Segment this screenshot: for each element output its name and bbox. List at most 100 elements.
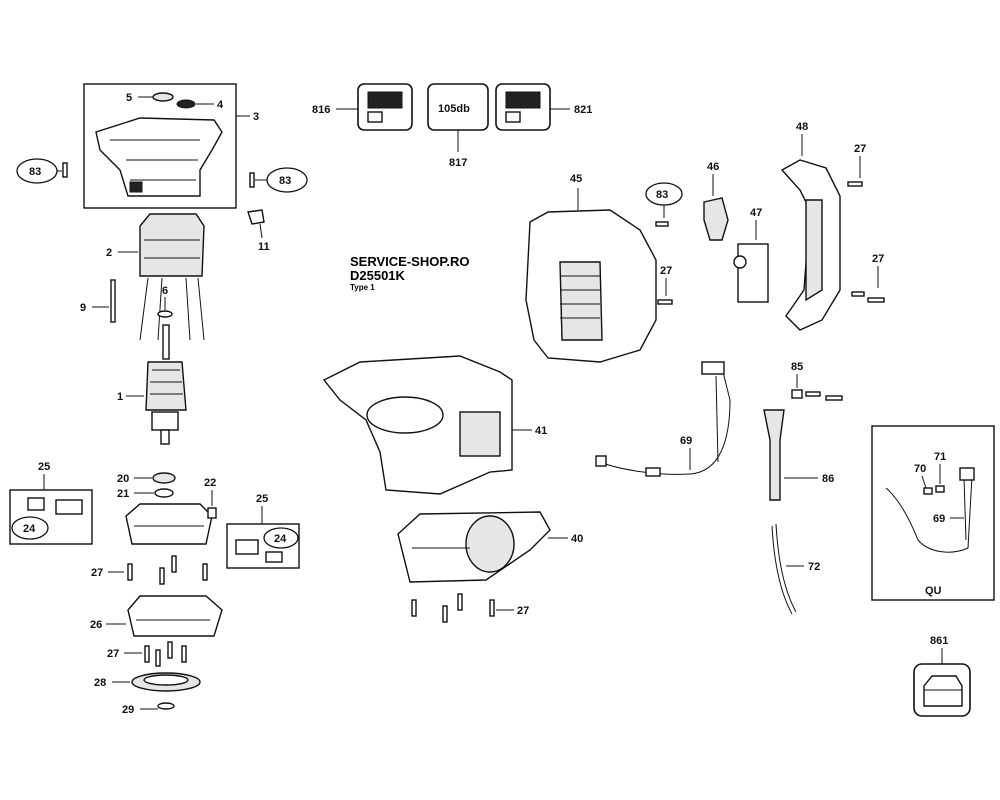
screw-85-part — [791, 389, 803, 399]
callout-41: 41 — [535, 425, 547, 437]
bearing-4 — [176, 99, 196, 109]
callout-85: 85 — [791, 361, 803, 373]
screw-83c — [655, 221, 669, 227]
callout-83-oval-right — [266, 167, 308, 193]
wiring-69: 69 — [595, 361, 731, 477]
callout-20: 20 — [117, 473, 129, 485]
brush-kit-25-right: 25 24 — [226, 493, 300, 569]
kit-switch — [923, 487, 933, 495]
cord-wire-b — [771, 525, 793, 615]
callout-27-motor: 27 — [91, 567, 103, 579]
diagram-title: SERVICE-SHOP.RO D25501K Type 1 — [350, 254, 469, 292]
brush-kit-box-right — [226, 523, 300, 569]
screw-29-part — [157, 702, 175, 710]
switch-part — [737, 243, 769, 303]
callout-2: 2 — [106, 247, 112, 259]
brush-kit-25-left: 25 24 — [9, 461, 93, 545]
label-817: 105db 817 — [427, 83, 489, 169]
kit-label: QU — [925, 585, 942, 597]
strain-relief-part — [763, 409, 785, 501]
noise-label: 105db — [438, 103, 470, 115]
screw-9: 9 — [80, 279, 116, 323]
strain-relief-86: 86 — [763, 409, 834, 501]
callout-22: 22 — [204, 477, 216, 489]
callout-24-oval-right — [263, 527, 299, 549]
gear-housing-3 — [95, 117, 223, 197]
bearing-20 — [152, 472, 176, 484]
callout-26: 26 — [90, 619, 102, 631]
callout-6: 6 — [162, 285, 168, 297]
cord-wire-a — [775, 523, 797, 613]
callout-27-fan: 27 — [107, 648, 119, 660]
screw-27r — [825, 395, 843, 401]
callout-28: 28 — [94, 677, 106, 689]
baffle-part — [127, 595, 223, 637]
callout-69: 69 — [680, 435, 692, 447]
armature-shaft-bottom — [160, 429, 170, 445]
callout-21: 21 — [117, 488, 129, 500]
armature-1: 1 — [117, 324, 187, 445]
screw-27k — [851, 291, 865, 297]
callout-25-right: 25 — [256, 493, 268, 505]
screw-27p — [489, 599, 495, 617]
callout-83-left: 83 — [29, 166, 41, 178]
callout-1: 1 — [117, 391, 123, 403]
callout-45: 45 — [570, 173, 582, 185]
label-816: 816 — [312, 83, 413, 131]
handle-grille — [559, 261, 603, 341]
housing-41: 41 — [322, 355, 547, 495]
callout-11: 11 — [258, 241, 270, 253]
screws-27-housing: 27 — [411, 593, 529, 623]
screw-27m — [411, 599, 417, 617]
screw-83-left: 83 — [16, 158, 68, 184]
screw-27c — [171, 555, 177, 573]
screws-27-motor: 27 — [91, 555, 208, 585]
clip-11: 11 — [247, 209, 270, 253]
housing-window — [459, 411, 501, 457]
washer-6: 6 — [157, 285, 173, 318]
brush-holder-left — [55, 499, 83, 515]
callout-83-handle: 83 — [656, 189, 668, 201]
callout-3: 3 — [253, 111, 259, 123]
handle-48: 48 — [780, 121, 841, 331]
model-number: D25501K — [350, 268, 406, 283]
callout-861: 861 — [930, 635, 948, 647]
screw-27o — [457, 593, 463, 611]
brush-left — [27, 497, 45, 511]
screw-83a — [62, 162, 68, 178]
washer-6-part — [157, 310, 173, 318]
brush-housing-group: 20 21 22 — [117, 472, 217, 545]
callout-72: 72 — [808, 561, 820, 573]
trigger-46: 46 — [703, 161, 729, 241]
ring-21 — [154, 488, 174, 498]
armature-core — [145, 361, 187, 411]
label-821: 821 — [495, 83, 592, 131]
gear-housing-group: 5 4 3 — [83, 83, 259, 209]
screw-27n — [442, 605, 448, 623]
callout-9: 9 — [80, 302, 86, 314]
brush-housing — [125, 503, 213, 545]
baffle-26: 26 — [90, 595, 223, 637]
callout-46: 46 — [707, 161, 719, 173]
fan-28: 28 — [94, 672, 201, 692]
case-861: 861 — [913, 635, 971, 717]
callout-83-right: 83 — [279, 175, 291, 187]
callout-24-oval-left — [11, 516, 49, 540]
screw-85: 85 — [791, 361, 803, 399]
callout-24-left: 24 — [23, 523, 36, 535]
brush-holder-right — [235, 539, 259, 555]
label-816-stripes — [367, 91, 403, 109]
callout-29: 29 — [122, 704, 134, 716]
screw-27e — [144, 645, 150, 663]
callout-817: 817 — [449, 157, 467, 169]
brush-kit-box-left — [9, 489, 93, 545]
callout-27-rear-bottom: 27 — [872, 253, 884, 265]
callout-86: 86 — [822, 473, 834, 485]
screw-83-right: 83 — [249, 167, 308, 193]
callout-27-handle: 27 — [660, 265, 672, 277]
screws-27-rear: 27 27 — [847, 143, 885, 303]
bearing-5 — [152, 92, 174, 102]
switch-47: 47 — [733, 207, 769, 303]
screws-27-fan: 27 — [107, 641, 187, 667]
screw-9-part — [110, 279, 116, 323]
